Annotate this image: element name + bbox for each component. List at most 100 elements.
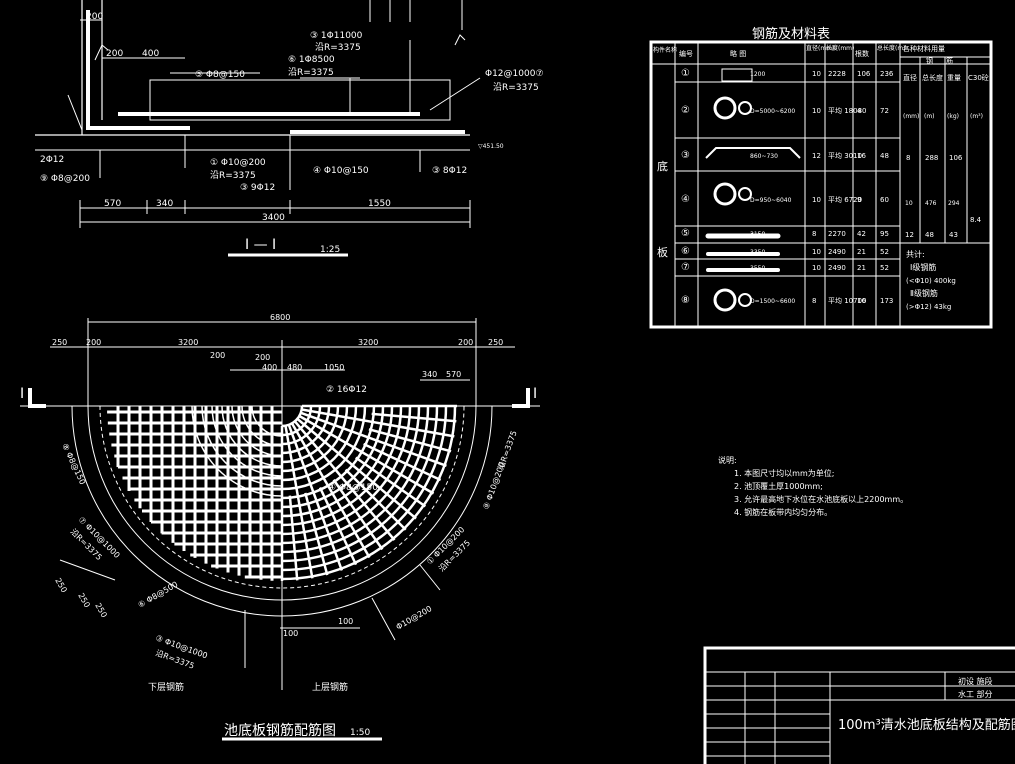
rebar-label: ⑥ Φ8@500 [137, 580, 180, 610]
header-total-length: 总长度(m) [877, 44, 906, 52]
subheader: 钢 [926, 56, 933, 65]
dim-label: 200 [86, 338, 101, 347]
sketch-ring-small [738, 293, 752, 307]
row-total: 60 [880, 196, 889, 204]
rebar-label: 沿R=3375 [493, 82, 539, 93]
summary-cell: 476 [925, 200, 937, 207]
row-number: ③ [681, 150, 690, 161]
rebar-label: ⑤ Φ8@150 [195, 70, 245, 80]
row-count: 16 [857, 297, 866, 305]
rebar-label: Φ12@1000⑦ [485, 69, 544, 79]
unit: (m) [924, 113, 935, 120]
row-sketch-label: D=950~6040 [750, 197, 792, 204]
sketch-ring-2 [713, 96, 737, 120]
rebar-radial [290, 422, 371, 559]
dim-label: 1050 [324, 363, 344, 372]
dim-label: 200 [106, 49, 123, 59]
note-item: 3. 允许最高地下水位在水池底板以上2200mm。 [734, 495, 909, 504]
note-item: 1. 本图尺寸均以mm为单位; [734, 469, 835, 478]
section-mark-label: I [20, 386, 24, 402]
sketch-ring-small [738, 101, 752, 115]
leader [371, 597, 396, 641]
lower-rebar-label: 下层钢筋 [148, 681, 184, 693]
rebar-label: 沿R=3375 [288, 67, 334, 78]
dim-label: 200 [86, 12, 103, 22]
row-count: 21 [857, 248, 866, 256]
row-number: ② [681, 105, 690, 116]
upper-rebar-label: 上层钢筋 [312, 681, 348, 693]
row-length: 2270 [828, 230, 846, 238]
row-number: ① [681, 68, 690, 79]
row-sketch-label: 860~730 [750, 153, 778, 160]
dim-label: 400 [142, 49, 159, 59]
rebar-radial [368, 428, 452, 453]
dim-label: 250 [76, 592, 91, 610]
plan-title: 池底板钢筋配筋图 [224, 722, 336, 739]
summary-grade2: Ⅱ级钢筋 [910, 288, 938, 298]
header-materials: 各种材料用量 [903, 44, 945, 53]
rebar-label: 沿R=3375 [210, 170, 256, 181]
rebar-label: ① Φ10@200 [210, 158, 266, 168]
rebar-ring-center [251, 405, 283, 437]
concrete-volume: 8.4 [970, 216, 982, 224]
rebar-ring-center [221, 405, 283, 467]
row-length: 平均 6720 [828, 195, 862, 204]
rebar-ring-center [211, 405, 283, 477]
rebar-label: ⑨ Φ8@200 [40, 174, 90, 184]
rebar-radial [301, 408, 455, 438]
rebar-ring-center [191, 405, 283, 497]
rebar-radial [355, 456, 427, 508]
summary-cell: 288 [925, 154, 938, 162]
rebar-radial [293, 420, 396, 541]
row-count: 4 [857, 107, 862, 115]
summary-cell: 8 [906, 154, 910, 162]
row-count: 42 [857, 230, 866, 238]
drawing-title: 100m³清水池底板结构及配筋图 [838, 717, 1015, 733]
dim-label: 6800 [270, 313, 290, 322]
row-sketch-label: 3150 [750, 231, 765, 238]
dim-label: 200 [210, 351, 225, 360]
dim-label: 200 [255, 353, 270, 362]
dim-label: 570 [104, 199, 121, 209]
note-item: 2. 池顶覆土厚1000mm; [734, 482, 823, 491]
row-total: 173 [880, 297, 893, 305]
row-diameter: 12 [812, 152, 821, 160]
lower-rebar-mesh [107, 406, 282, 581]
rebar-radial [288, 495, 299, 581]
title-dept: 水工 部分 [958, 689, 993, 699]
row-count: 16 [857, 152, 866, 160]
summary-grade1: Ⅰ级钢筋 [910, 262, 936, 272]
notes-heading: 说明: [718, 456, 737, 465]
row-sketch-label: 1200 [750, 71, 765, 78]
section-labels: 200 200 400 ③ 1Φ11000 沿R=3375 ⑥ 1Φ8500 沿… [40, 12, 544, 255]
leader [59, 559, 116, 581]
row-count: 21 [857, 264, 866, 272]
rebar-ring [281, 405, 358, 482]
rebar-label: ⑥ 1Φ8500 [288, 55, 335, 65]
sketch-ring-small [738, 187, 752, 201]
upper-rebar-mesh [191, 404, 457, 581]
unit: (kg) [947, 113, 959, 120]
rebar-label: 沿R=3375 [496, 429, 518, 470]
leader [419, 564, 441, 591]
title-block: 初设 施段 水工 部分 100m³清水池底板结构及配筋图 [703, 646, 1015, 764]
row-total: 52 [880, 264, 889, 272]
rebar-ring-center [241, 405, 283, 447]
row-length: 2228 [828, 70, 846, 78]
rebar-radial [304, 492, 329, 576]
summary-grade1-weight: (<Φ10) 400kg [906, 277, 956, 285]
dim-label: 250 [488, 338, 503, 347]
rebar-radial [318, 487, 358, 566]
rebar-bottom-left [86, 10, 190, 130]
summary-total-label: 共计: [906, 249, 925, 259]
rebar-radial [298, 414, 435, 495]
row-count: 106 [857, 70, 871, 78]
rebar-label: 沿R=3375 [315, 42, 361, 53]
subheader: 筋 [946, 56, 953, 65]
notes: 说明: 1. 本图尺寸均以mm为单位; 2. 池顶覆土厚1000mm; 3. 允… [718, 454, 908, 519]
rebar-table: 钢筋及材料表 [649, 26, 993, 329]
unit: (mm) [903, 113, 919, 120]
dim-label: 100 [283, 629, 298, 638]
header-component: 构件名称 [653, 46, 677, 54]
summary-cell: 43 [949, 231, 958, 239]
